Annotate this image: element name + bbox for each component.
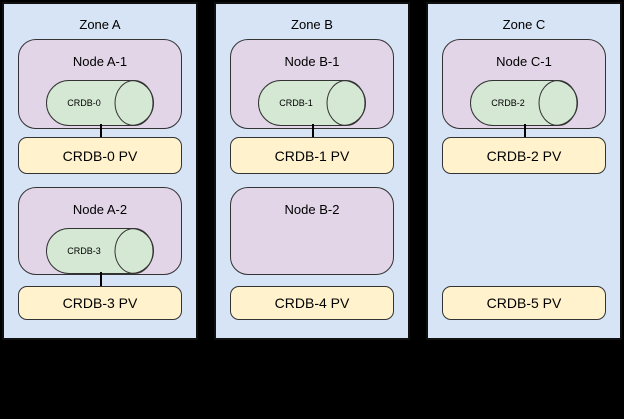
zone-c: Zone C Node C-1 CRDB-2 CRDB-2 PV CRDB-5 … bbox=[426, 2, 622, 340]
zone-a: Zone A Node A-1 CRDB-0 CRDB-0 PV Node A-… bbox=[2, 2, 198, 340]
pv-crdb-1: CRDB-1 PV bbox=[230, 137, 394, 174]
pv-crdb-4-label: CRDB-4 PV bbox=[274, 295, 350, 311]
crdb-1-cylinder-icon: CRDB-1 bbox=[258, 80, 366, 126]
zone-b: Zone B Node B-1 CRDB-1 CRDB-1 PV Node B-… bbox=[214, 2, 410, 340]
pv-crdb-3-label: CRDB-3 PV bbox=[62, 295, 138, 311]
pv-crdb-5-label: CRDB-5 PV bbox=[486, 295, 562, 311]
node-a2-label: Node A-2 bbox=[72, 202, 128, 217]
node-a1: Node A-1 CRDB-0 bbox=[18, 39, 182, 129]
crdb-3-label: CRDB-3 bbox=[67, 246, 101, 256]
pv-crdb-1-label: CRDB-1 PV bbox=[274, 147, 350, 164]
zone-b-label: Zone B bbox=[291, 17, 333, 32]
node-a2: Node A-2 CRDB-3 bbox=[18, 187, 182, 275]
crdb-3-cylinder-icon: CRDB-3 bbox=[46, 228, 154, 274]
connector-b1-pv bbox=[312, 124, 314, 137]
pv-crdb-3: CRDB-3 PV bbox=[18, 286, 182, 320]
node-b1-label: Node B-1 bbox=[284, 54, 340, 69]
crdb-0-cylinder-icon: CRDB-0 bbox=[46, 80, 154, 126]
pv-crdb-0: CRDB-0 PV bbox=[18, 137, 182, 174]
zone-c-label: Zone C bbox=[502, 17, 546, 32]
pv-crdb-2-label: CRDB-2 PV bbox=[486, 147, 562, 164]
node-c1-label: Node C-1 bbox=[496, 54, 552, 69]
zone-a-label: Zone A bbox=[79, 17, 121, 32]
crdb-2-cylinder-icon: CRDB-2 bbox=[470, 80, 578, 126]
node-b1: Node B-1 CRDB-1 bbox=[230, 39, 394, 129]
node-b2-label: Node B-2 bbox=[284, 202, 340, 217]
pv-crdb-0-label: CRDB-0 PV bbox=[62, 147, 138, 164]
connector-c1-pv bbox=[524, 124, 526, 137]
node-b2: Node B-2 bbox=[230, 187, 394, 275]
node-a1-label: Node A-1 bbox=[72, 54, 128, 69]
node-c1: Node C-1 CRDB-2 bbox=[442, 39, 606, 129]
crdb-1-label: CRDB-1 bbox=[279, 98, 313, 108]
connector-a2-pv bbox=[100, 272, 102, 286]
crdb-2-label: CRDB-2 bbox=[491, 98, 525, 108]
crdb-0-label: CRDB-0 bbox=[67, 98, 101, 108]
connector-a1-pv bbox=[100, 124, 102, 137]
pv-crdb-5: CRDB-5 PV bbox=[442, 286, 606, 320]
pv-crdb-4: CRDB-4 PV bbox=[230, 286, 394, 320]
pv-crdb-2: CRDB-2 PV bbox=[442, 137, 606, 174]
